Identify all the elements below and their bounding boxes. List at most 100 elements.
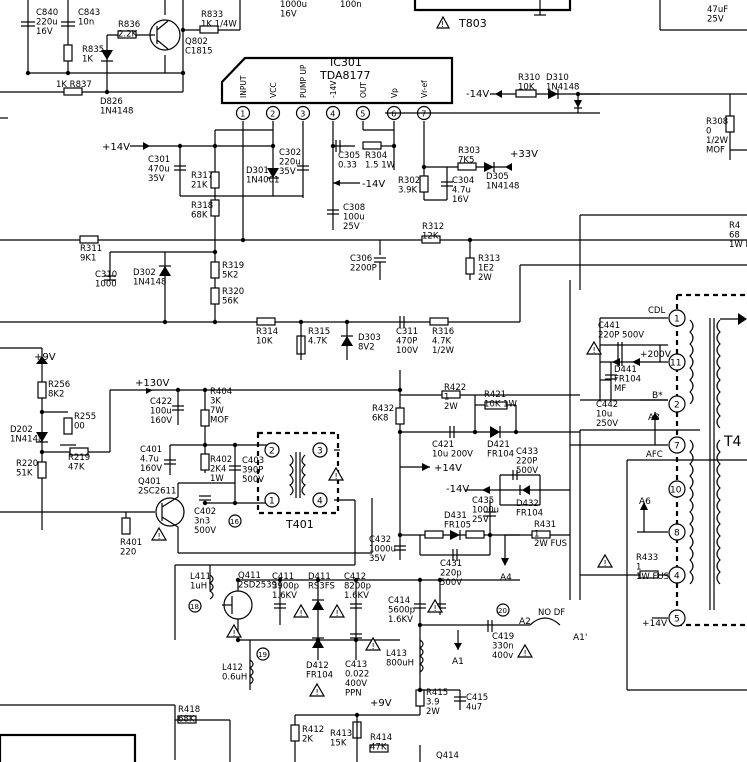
horizontal-output [0,564,561,762]
ic-pin [235,105,251,121]
marker-a3: A3 [648,413,660,423]
rail-p33: +33V [510,149,538,160]
ic-pin [355,105,371,121]
flyback-pin-number: 5 [674,615,680,625]
flyback-pin-number: 7 [674,442,680,452]
t401-pin [312,442,328,458]
ic-pin-name: PUMP UP [299,64,308,98]
flyback-pin-number: 8 [674,529,680,539]
t401-pin [264,442,280,458]
rail-n14: -14V [466,89,489,100]
rail-p9: +9V [34,352,56,363]
t401-pin-number: 3 [317,447,323,457]
t401-pin-number: 4 [317,497,323,507]
component-label-q414: Q414 [436,751,459,761]
marker-a2: A2 [519,617,531,627]
cdl-label: CDL [648,306,665,316]
rail-labels: +14V -14V +33V -14V +130V +9V +200V +14V… [34,89,672,709]
t401-pin [312,492,328,508]
warning-icon: ! [596,553,614,568]
ic-pin-number: 5 [360,110,365,119]
warning-icon: ! [327,466,345,481]
svg-text:!: ! [316,688,319,697]
svg-text:!: ! [593,346,596,355]
flyback-pin [668,480,686,498]
ic-pin [325,105,341,121]
rail-n14-mid: -14V [446,484,469,495]
t803-block: ! T803 [413,0,747,31]
marker-afc: AFC [646,450,663,460]
flyback-pin-number: 11 [670,359,681,369]
flyback-pin [668,309,686,327]
ic-pin-number: 3 [300,110,305,119]
ic-pin-name: Vp [390,88,399,98]
rail-p14-mid: +14V [434,463,462,474]
ic-wiring [0,89,747,320]
flyback-pin [668,436,686,454]
svg-text:!: ! [158,532,161,541]
warning-icon: ! [308,682,326,697]
svg-text:!: ! [604,559,607,568]
marker-b: B* [652,391,663,401]
warning-icon: ! [292,603,310,618]
node-16: 16 [230,518,239,526]
ic-pin-name: -14V [329,80,338,98]
component-label-top2: 100n [340,0,362,10]
ic-pin-number: 7 [421,110,426,119]
node-18: 18 [190,603,199,611]
flyback-pin [668,523,686,541]
ic-pin-name: Vr-ef [420,80,429,98]
marker-a1prime: A1' [573,633,587,643]
warning-icon: ! [516,643,534,658]
svg-text:!: ! [372,642,375,651]
ic-pin-number: 6 [391,110,396,119]
svg-text:!: ! [434,604,437,613]
